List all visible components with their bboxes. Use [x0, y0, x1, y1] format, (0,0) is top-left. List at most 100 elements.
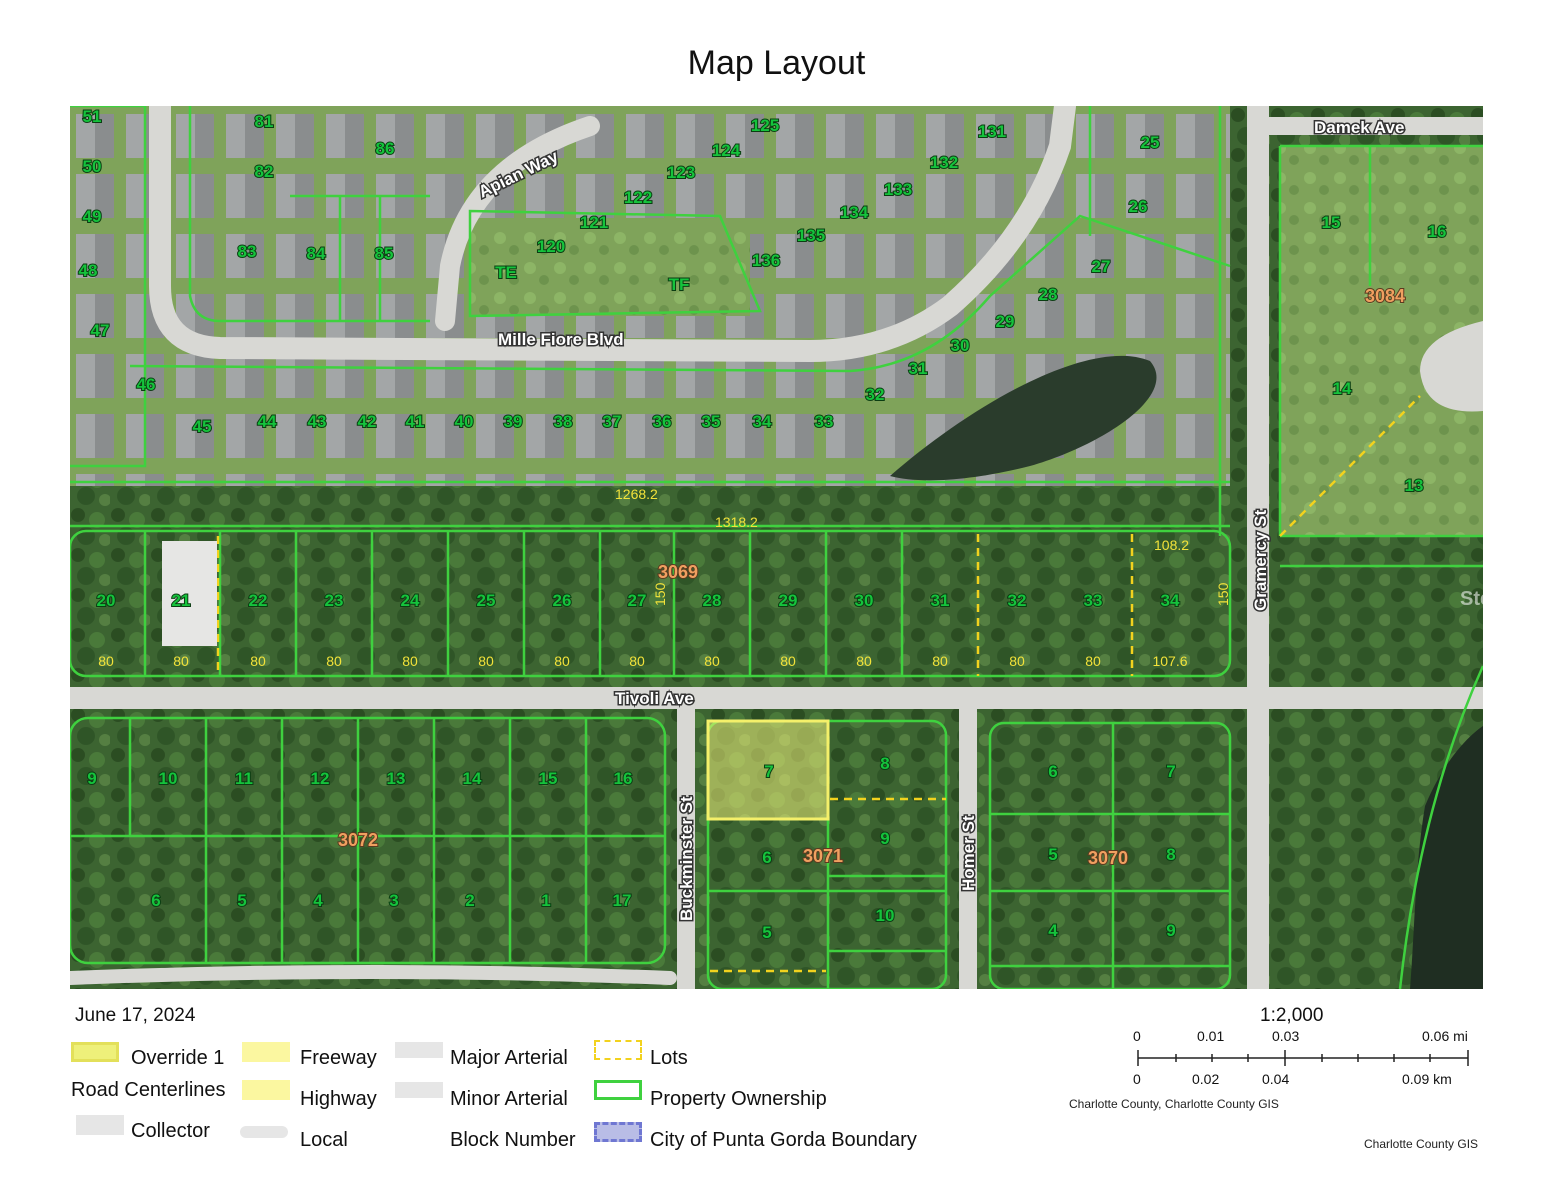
lot-dimension: 80	[250, 653, 266, 669]
legend-major-arterial: Major Arterial	[450, 1047, 568, 1069]
credit-line-2: Charlotte County GIS	[1364, 1137, 1479, 1151]
lot-dimension: 80	[932, 653, 948, 669]
scale-mi-3: 0.06 mi	[1422, 1028, 1468, 1044]
street-label-homer: Homer St	[959, 815, 978, 891]
lot-number: 6	[151, 891, 160, 910]
lot-number: 6	[1048, 762, 1057, 781]
lot-number: 86	[376, 139, 395, 158]
scale-mi-2: 0.03	[1272, 1028, 1300, 1044]
map-date: June 17, 2024	[75, 1005, 196, 1026]
lot-dimension: 80	[780, 653, 796, 669]
lot-dimension: 80	[173, 653, 189, 669]
lot-number: 122	[624, 188, 652, 207]
legend-swatch-minor-arterial	[395, 1082, 443, 1098]
lot-dimension: 107.6	[1152, 653, 1187, 669]
lot-number: 3	[389, 891, 398, 910]
lot-number: 21	[172, 591, 191, 610]
lot-number: 43	[308, 412, 327, 431]
lot-number: 30	[951, 336, 970, 355]
lot-number: 42	[358, 412, 377, 431]
lot-number: 15	[539, 769, 558, 788]
lot-number: 39	[504, 412, 523, 431]
lot-number: 83	[238, 242, 257, 261]
legend-swatch-override	[71, 1042, 119, 1062]
lot-number: 40	[455, 412, 474, 431]
lot-dimension: 80	[629, 653, 645, 669]
lot-number: 44	[258, 412, 277, 431]
lot-number: 47	[91, 321, 110, 340]
selected-parcel[interactable]	[706, 719, 830, 821]
legend-minor-arterial: Minor Arterial	[450, 1088, 568, 1110]
lot-number: 51	[83, 107, 102, 126]
map-canvas[interactable]: Apian Way Mille Fiore Blvd Damek Ave Tiv…	[70, 106, 1483, 989]
lot-dimension: 80	[856, 653, 872, 669]
lot-number: 36	[653, 412, 672, 431]
lot-dimension: 80	[1085, 653, 1101, 669]
scale-mi-1: 0.01	[1197, 1028, 1225, 1044]
lot-number: 120	[537, 237, 565, 256]
lot-number: 28	[703, 591, 722, 610]
dim-label: 1268.2	[615, 486, 658, 502]
lot-number: 82	[255, 162, 274, 181]
block-label: 3084	[1365, 286, 1405, 306]
lot-number: 10	[876, 906, 895, 925]
lot-number: 5	[237, 891, 246, 910]
lot-dimension: 80	[326, 653, 342, 669]
lot-number: 25	[1141, 133, 1160, 152]
lot-number: 134	[840, 203, 869, 222]
block-labels: 3069 3072 3071 3070 3084	[337, 285, 1406, 869]
lot-dimension: 80	[1009, 653, 1025, 669]
scale-km-2: 0.04	[1262, 1071, 1290, 1087]
block-label: 3071	[803, 846, 843, 866]
lot-number: 12	[311, 769, 330, 788]
lot-number: 24	[401, 591, 420, 610]
lot-number: 125	[751, 116, 779, 135]
lawn-area	[470, 226, 750, 316]
credit-line-1: Charlotte County, Charlotte County GIS	[1069, 1097, 1279, 1111]
lot-number: 124	[712, 141, 741, 160]
east-water	[1410, 726, 1483, 989]
lot-number: 50	[83, 157, 102, 176]
watermark: StellarMLS	[1460, 588, 1553, 610]
lot-number: 25	[477, 591, 496, 610]
lot-number: 26	[553, 591, 572, 610]
lot-number: 8	[880, 754, 889, 773]
lot-number: 121	[580, 213, 608, 232]
lot-number: 9	[87, 769, 96, 788]
legend-swatch-major-arterial	[395, 1042, 443, 1058]
lot-number: 11	[235, 769, 253, 788]
lot-number: 13	[1405, 476, 1424, 495]
lot-number: 5	[762, 923, 771, 942]
page-title: Map Layout	[687, 44, 866, 82]
legend-swatch-highway	[242, 1080, 290, 1100]
lot-number: 81	[255, 112, 274, 131]
street-label-buckminster: Buckminster St	[677, 796, 696, 921]
lot-number: 85	[375, 244, 394, 263]
lot-number: 30	[855, 591, 874, 610]
lot-dimension: 80	[98, 653, 114, 669]
lot-dimension: 80	[402, 653, 418, 669]
lot-number: 84	[307, 244, 326, 263]
legend-local: Local	[300, 1129, 348, 1151]
dim-label: 108.2	[1154, 537, 1189, 553]
scale-km-1: 0.02	[1192, 1071, 1220, 1087]
scale-bar	[1137, 1050, 1469, 1066]
lot-lines	[216, 395, 1421, 973]
lot-number: 28	[1039, 285, 1058, 304]
lot-number: 2	[465, 891, 474, 910]
lot-number: 5	[1048, 845, 1057, 864]
dimension-labels: 1268.2 1318.2 108.2 150 150	[615, 486, 1231, 606]
lot-dimension: 80	[554, 653, 570, 669]
lot-number: 131	[978, 122, 1006, 141]
lot-number: 14	[1333, 379, 1352, 398]
roads	[70, 106, 1483, 989]
dim-label: 1318.2	[715, 514, 758, 530]
legend-road-centerlines: Road Centerlines	[71, 1079, 226, 1101]
lot-number: 46	[137, 375, 156, 394]
lot-number: 29	[996, 312, 1015, 331]
street-label-gramercy: Gramercy St	[1251, 510, 1270, 611]
lot-number: 15	[1322, 213, 1341, 232]
scale-km-3: 0.09 km	[1402, 1071, 1452, 1087]
